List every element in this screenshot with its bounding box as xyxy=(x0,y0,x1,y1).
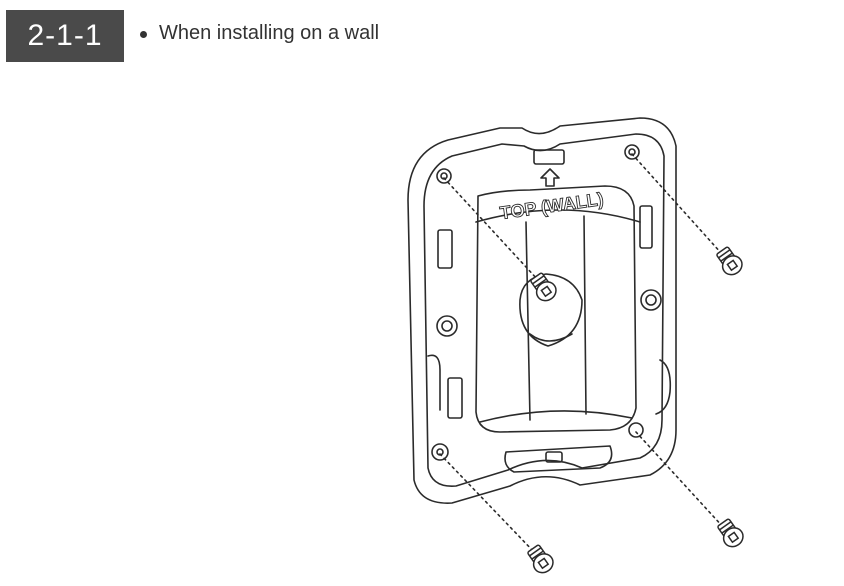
bracket-outer-outline xyxy=(407,117,677,504)
mount-hole-bottom-right xyxy=(628,422,644,438)
bracket-top-wall-label: TOP (WALL) xyxy=(499,189,605,223)
bottom-cutout xyxy=(504,445,613,473)
screw-path-center xyxy=(443,177,539,281)
plate-bottom-curve xyxy=(479,410,633,423)
screw-icon xyxy=(530,272,557,302)
screw-icon xyxy=(717,518,744,548)
screw-path-top-right xyxy=(631,153,723,255)
center-plate xyxy=(475,185,637,433)
step-number-badge: 2-1-1 xyxy=(6,10,124,62)
plate-divider-right xyxy=(583,215,587,415)
mount-hole-top-left xyxy=(436,168,452,184)
left-tab-lower xyxy=(447,377,463,419)
left-tab-upper xyxy=(437,229,453,269)
bullet-icon xyxy=(140,31,147,38)
up-arrow-icon xyxy=(540,168,560,187)
instruction-text: When installing on a wall xyxy=(159,22,380,44)
plate-top-curve xyxy=(475,209,641,223)
mount-hole-top-right xyxy=(624,144,640,160)
side-boss-right xyxy=(640,289,662,311)
screw-path-bottom-right xyxy=(635,431,725,529)
screw-path-bottom-left xyxy=(439,453,537,555)
instruction-line: When installing on a wall xyxy=(140,22,379,45)
mount-hole-bottom-left xyxy=(431,443,449,461)
plate-divider-left xyxy=(525,221,531,421)
bracket-inner-rim xyxy=(423,133,665,487)
top-slot xyxy=(533,149,565,165)
right-tab-upper xyxy=(639,205,653,249)
side-boss-left xyxy=(436,315,458,337)
screw-icon xyxy=(527,544,554,574)
screw-icon xyxy=(716,246,743,276)
